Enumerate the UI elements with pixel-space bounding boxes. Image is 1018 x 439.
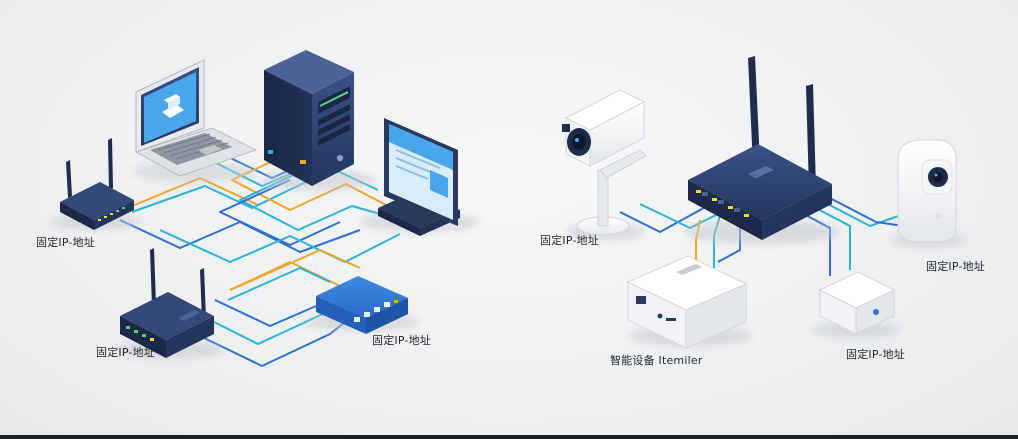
cable <box>819 199 905 227</box>
label-smart-device: 智能设备 Itemiler <box>610 354 703 367</box>
cable <box>219 179 341 246</box>
smart-camera-device <box>890 139 966 248</box>
wifi-router-bottom <box>116 248 224 359</box>
cable <box>159 229 401 263</box>
security-camera <box>562 89 647 241</box>
label-smart-hub: 固定IP-地址 <box>846 348 906 361</box>
cable <box>119 219 361 253</box>
desktop-monitor <box>360 118 480 236</box>
smart-device-box <box>626 255 752 349</box>
bottom-edge-bar <box>0 435 1018 439</box>
label-left-router: 固定IP-地址 <box>36 236 96 249</box>
network-switch <box>304 276 420 334</box>
wifi-router-main <box>684 56 840 244</box>
server-tower <box>260 50 376 190</box>
label-security-camera: 固定IP-地址 <box>540 234 600 247</box>
cable <box>131 179 311 213</box>
cable <box>234 249 361 289</box>
wifi-router-left <box>50 138 142 230</box>
cable <box>214 299 331 327</box>
cable <box>239 171 409 231</box>
cable <box>825 195 905 227</box>
smart-hub-small <box>812 271 900 338</box>
label-bottom-router: 固定IP-地址 <box>96 346 156 359</box>
label-smart-camera: 固定IP-地址 <box>926 260 986 273</box>
cable <box>811 205 851 270</box>
label-switch: 固定IP-地址 <box>372 334 432 347</box>
laptop <box>133 59 258 182</box>
laptop-screen-icon <box>162 94 184 118</box>
cable <box>799 211 831 276</box>
cable <box>227 267 331 301</box>
